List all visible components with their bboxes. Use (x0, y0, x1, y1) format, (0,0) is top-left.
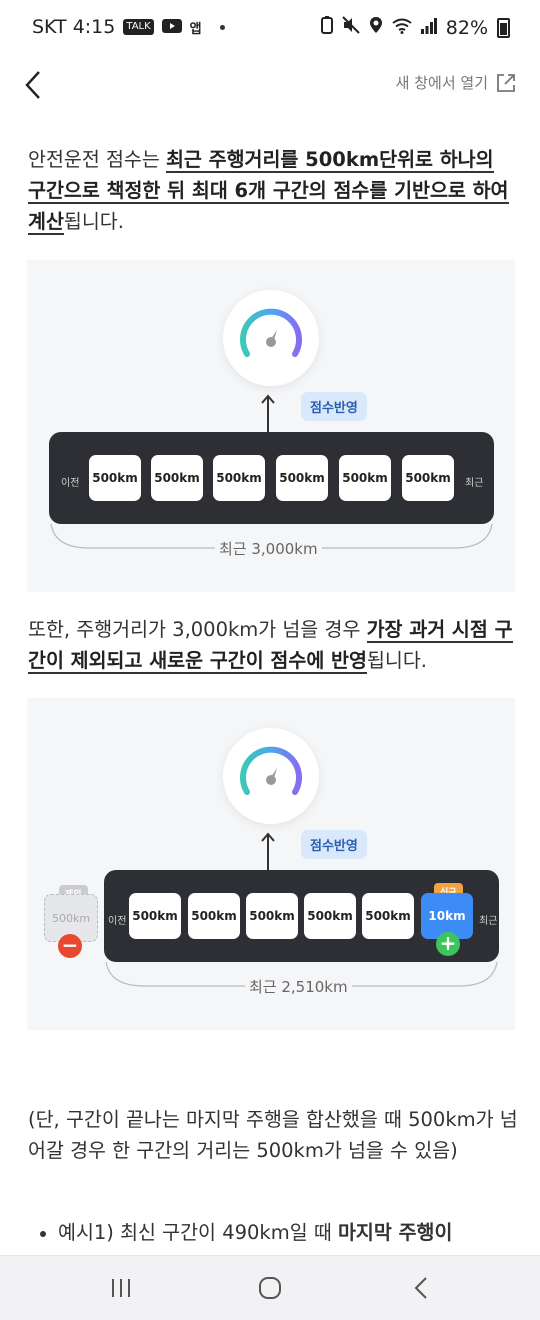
home-button[interactable] (254, 1272, 286, 1304)
signal-icon (420, 17, 437, 39)
battery-icon (497, 17, 510, 38)
plus-icon: + (436, 932, 460, 956)
bar-right-label: 최근 (479, 916, 498, 927)
bullet1-text: 예시1) 최신 구간이 490km일 때 (58, 1221, 338, 1244)
section-4: 500km (276, 455, 328, 501)
mute-icon (342, 16, 360, 39)
section-1: 500km (89, 455, 141, 501)
paragraph-note: (단, 구간이 끝나는 마지막 주행을 합산했을 때 500km가 넘어갈 경우… (28, 1108, 518, 1162)
para1-suffix: 됩니다. (63, 210, 124, 233)
paragraph-score-basis: 안전운전 점수는 최근 주행거리를 500km단위로 하나의 구간으로 책정한 … (28, 144, 518, 237)
section-6: 500km (402, 455, 454, 501)
home-icon (259, 1277, 281, 1299)
list-item: 예시1) 최신 구간이 490km일 때 마지막 주행이 (40, 1218, 510, 1248)
gauge-icon (223, 290, 319, 386)
youtube-icon (161, 16, 182, 38)
section-1: 500km (129, 893, 181, 939)
app-icon: 앱 (189, 21, 202, 37)
para2-suffix: 됩니다. (366, 649, 427, 672)
section-3: 500km (246, 893, 298, 939)
wifi-icon (392, 17, 412, 39)
range-label: 최근 3,000km (215, 538, 322, 559)
section-2: 500km (188, 893, 240, 939)
recent-apps-icon (112, 1279, 130, 1297)
para2-highlight: 가장 과거 시점 구간이 제외되고 새로운 구간이 점수에 반영 (28, 618, 513, 674)
arrow-up-icon (261, 394, 275, 433)
article-content: 안전운전 점수는 최근 주행거리를 500km단위로 하나의 구간으로 책정한 … (0, 118, 540, 1256)
paragraph-rolling-window: 또한, 주행거리가 3,000km가 넘을 경우 가장 과거 시점 구간이 제외… (28, 614, 518, 676)
new-section: 10km (421, 893, 473, 939)
back-button[interactable] (22, 70, 46, 100)
carrier-time: SKT 4:15 (32, 16, 116, 38)
recent-apps-button[interactable] (105, 1272, 137, 1304)
para1-text: 안전운전 점수는 (28, 148, 166, 171)
external-link-icon (497, 73, 515, 92)
back-nav-button[interactable] (405, 1272, 437, 1304)
sections-bar: 이전 500km 500km 500km 500km 500km 500km 최… (49, 432, 494, 524)
back-arrow-icon (414, 1277, 427, 1299)
section-3: 500km (213, 455, 265, 501)
bullet1-highlight: 마지막 주행이 (337, 1221, 453, 1244)
range-label: 최근 2,510km (245, 976, 352, 997)
data-saver-icon (320, 16, 333, 39)
battery-percent: 82% (445, 16, 488, 39)
score-applied-tag: 점수반영 (301, 830, 367, 859)
excluded-section: 500km (44, 894, 98, 942)
talk-icon: TALK (123, 19, 154, 35)
chevron-left-icon (25, 71, 40, 99)
para1-highlight: 최근 주행거리를 500km단위로 하나의 구간으로 책정한 뒤 최대 6개 구… (28, 148, 509, 235)
status-left: SKT 4:15 TALK 앱 (32, 16, 225, 38)
sections-bar: 이전 500km 500km 500km 500km 500km 신규 10km… (104, 870, 499, 962)
section-4: 500km (304, 893, 356, 939)
bar-left-label: 이전 (108, 916, 127, 927)
section-5: 500km (362, 893, 414, 939)
figure-score-sections: 점수반영 이전 500km 500km 500km 500km 500km 50… (27, 260, 515, 592)
open-new-window-button[interactable]: 새 창에서 열기 (396, 72, 516, 93)
para2-text: 또한, 주행거리가 3,000km가 넘을 경우 (28, 618, 367, 641)
status-right: 82% (320, 16, 510, 39)
more-notifications-dot (219, 24, 225, 30)
arrow-up-icon (261, 832, 275, 871)
gauge-icon (223, 728, 319, 824)
status-bar: SKT 4:15 TALK 앱 82% (0, 0, 540, 56)
open-new-window-label: 새 창에서 열기 (395, 74, 488, 92)
score-applied-tag: 점수반영 (301, 392, 367, 421)
app-bar: 새 창에서 열기 (0, 56, 540, 118)
section-2: 500km (151, 455, 203, 501)
bar-left-label: 이전 (61, 478, 80, 489)
system-nav-bar (0, 1255, 540, 1320)
bar-right-label: 최근 (465, 478, 484, 489)
location-icon (369, 16, 383, 39)
minus-icon: − (58, 934, 82, 958)
example-list: 예시1) 최신 구간이 490km일 때 마지막 주행이 (40, 1218, 510, 1248)
section-5: 500km (339, 455, 391, 501)
figure-rolling-sections: 점수반영 제외 500km − 이전 500km 500km 500km 500… (27, 698, 515, 1030)
